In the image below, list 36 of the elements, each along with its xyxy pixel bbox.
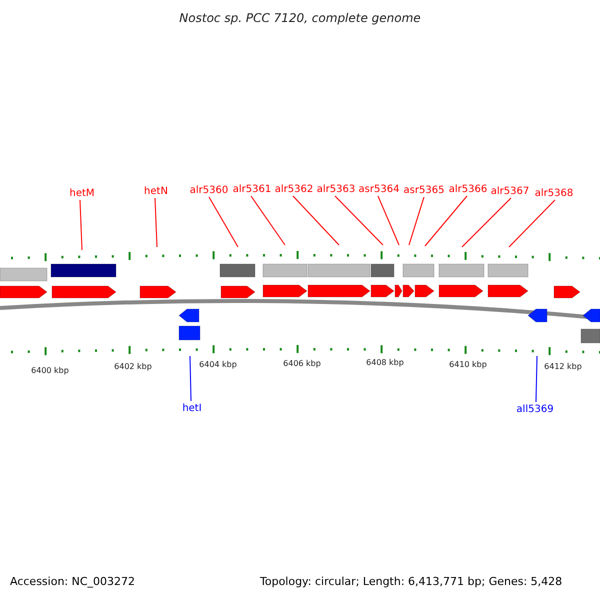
- leader-line: [334, 196, 384, 246]
- leader-line: [208, 196, 238, 248]
- gene-label: alr5366: [448, 184, 488, 196]
- leader-line: [378, 196, 400, 246]
- leader-line: [508, 200, 556, 248]
- leader-line: [424, 196, 468, 246]
- gene-label: all5369: [516, 404, 554, 416]
- leader-line: [536, 356, 538, 402]
- scale-label: 6404 kbp: [199, 360, 237, 370]
- gene-label: alr5363: [316, 184, 356, 196]
- gene-label: hetN: [144, 186, 168, 198]
- gene-label: alr5361: [232, 184, 272, 196]
- leader-line: [190, 356, 192, 402]
- leader-line: [462, 198, 512, 248]
- gene-label: asr5364: [358, 184, 400, 196]
- leader-line: [80, 200, 82, 250]
- scale-label: 6408 kbp: [366, 358, 404, 368]
- scale-label: 6402 kbp: [114, 362, 152, 372]
- scale-label: 6406 kbp: [283, 359, 321, 369]
- genome-summary: Topology: circular; Length: 6,413,771 bp; Genes: 5,428: [260, 575, 562, 588]
- scale-label: 6410 kbp: [449, 360, 487, 370]
- leader-line: [408, 196, 424, 246]
- gene-label: alr5360: [190, 185, 228, 197]
- gene-label: hetM: [69, 188, 95, 200]
- accession-note: Accession: NC_003272: [10, 575, 136, 588]
- scale-label: 6400 kbp: [31, 366, 69, 376]
- leader-line: [154, 198, 158, 248]
- gene-label: alr5362: [274, 184, 314, 196]
- gene-label: asr5365: [404, 185, 444, 197]
- gene-label: hetI: [182, 403, 202, 415]
- title: Nostoc sp. PCC 7120, complete genome: [179, 11, 421, 25]
- scale-label: 6412 kbp: [544, 362, 582, 372]
- leader-line: [250, 196, 286, 246]
- gene-label: alr5368: [534, 188, 574, 200]
- leader-line: [292, 196, 340, 246]
- gene-label: alr5367: [490, 186, 530, 198]
